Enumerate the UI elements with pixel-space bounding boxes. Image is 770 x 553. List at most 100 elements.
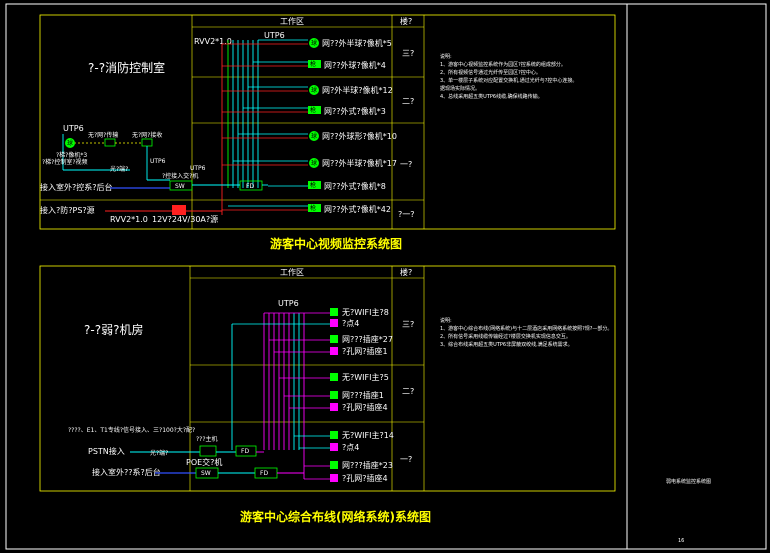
svg-text:球: 球: [311, 86, 317, 94]
external-link-label: 接入室外?控系?后台: [40, 182, 113, 192]
camera-row: 球 网??外球形?像机*10: [222, 131, 397, 141]
camera-label: 网??外球?像机*4: [324, 60, 386, 70]
panel1-room-label: ?-?消防控制室: [88, 60, 165, 75]
elevator-camera-label: ?梯?像机*3: [56, 151, 87, 159]
floor-label: 一?: [400, 455, 412, 464]
svg-text:球: 球: [311, 159, 317, 167]
svg-text:枪: 枪: [310, 60, 316, 68]
bullet-camera-icon: [308, 204, 321, 212]
network-socket-icon: [330, 335, 338, 343]
panel1-frame: [39, 14, 616, 230]
camera-label: 网??外球形?像机*10: [322, 131, 397, 141]
panel2-title: 游客中心综合布线(网络系统)系统图: [240, 509, 431, 524]
mid-utp2-label: UTP6: [190, 165, 206, 172]
terminal-label: ?孔网?插座4: [342, 473, 388, 483]
terminal-label: 网???插座*27: [342, 334, 393, 344]
svg-text:2、所有视频信号通过光纤传至园区?控中心。: 2、所有视频信号通过光纤传至园区?控中心。: [440, 69, 541, 76]
sidebar-page-number: 16: [678, 538, 684, 544]
svg-text:4、总线采用超五类UTP6线缆,确保线路传输。: 4、总线采用超五类UTP6线缆,确保线路传输。: [440, 93, 543, 100]
network-socket-icon: [330, 461, 338, 469]
wifi-ap-icon: [330, 431, 338, 439]
camera-label: 网?外半球?像机*12: [322, 85, 393, 95]
svg-text:球: 球: [311, 39, 317, 47]
camera-row: 球 网??外半球?像机*17: [222, 158, 397, 168]
panel1-cable-utp-top: UTP6: [264, 31, 285, 40]
terminal-label: 无?WIFI主?14: [342, 430, 394, 440]
panel1-notes: 说明: 1、游客中心视频监控系统作为园区?控系统的组成部分。 2、所有视频信号通…: [440, 53, 577, 100]
camera-row: 球 网??外半球?像机*5: [222, 38, 392, 48]
svg-text:FD: FD: [241, 448, 249, 455]
svg-text:SW: SW: [201, 470, 211, 477]
network-socket-icon: [330, 403, 338, 411]
wifi-ap-icon: [330, 373, 338, 381]
panel1-cable-rvv-top: RVV2*1.0: [194, 37, 232, 46]
elevator-room-label: ?梯?控制室?视频: [42, 158, 88, 166]
terminal-rows: 无?WIFI主?8 ?点4 网???插座*27 ?孔网?插座1 无?WIFI主?…: [232, 307, 394, 483]
network-socket-icon: [330, 391, 338, 399]
panel-video-surveillance: 工作区 楼? ?-?消防控制室 RVV2*1.0 UTP6 球 网??外半球?像…: [39, 14, 616, 251]
elevator-camera-icon: [65, 138, 75, 148]
camera-row: 枪 网??外式?像机*42: [222, 204, 391, 214]
sheet-border: [5, 3, 767, 550]
panel2-header-workarea: 工作区: [280, 267, 304, 277]
svg-text:枪: 枪: [310, 106, 316, 114]
network-socket-icon: [330, 347, 338, 355]
terminal-label: 无?WIFI主?5: [342, 372, 389, 382]
mdf-host-label: ???主机: [196, 435, 218, 443]
floor-label: 一?: [400, 160, 412, 169]
bullet-camera-icon: [308, 60, 321, 68]
panel2-header-floor: 楼?: [400, 267, 412, 277]
power-supply-icon: [172, 205, 186, 215]
camera-label: 网??外式?像机*8: [324, 181, 386, 191]
dome-camera-icon: [309, 38, 319, 48]
svg-text:说明:: 说明:: [440, 317, 452, 324]
svg-text:FD: FD: [260, 470, 268, 477]
terminal-label: ?孔网?插座1: [342, 346, 388, 356]
dome-camera-icon: [309, 158, 319, 168]
fd-box: [235, 445, 257, 457]
left-utp-label: UTP6: [63, 124, 84, 133]
svg-text:球: 球: [311, 132, 317, 140]
fiber-terminal-label: 光?端?: [150, 449, 168, 457]
power-label: 12V?24V/30A?源: [152, 215, 218, 224]
camera-row: 枪 网??外式?像机*3: [222, 106, 386, 116]
access-point-icon: [330, 443, 338, 451]
terminal-label: ?点4: [342, 319, 359, 328]
svg-text:3、单一楼层子系统对应配置交换机,通过光纤与?控中心连接。: 3、单一楼层子系统对应配置交换机,通过光纤与?控中心连接。: [440, 77, 577, 84]
svg-text:枪: 枪: [310, 181, 316, 189]
panel2-cable-utp: UTP6: [278, 299, 299, 308]
terminal-label: ?点4: [342, 443, 359, 452]
floor-label: 三?: [402, 320, 414, 329]
floor-label: 二?: [402, 97, 414, 106]
svg-text:枪: 枪: [310, 204, 316, 212]
external-link-label: 接入室外??系?后台: [92, 467, 161, 477]
bullet-camera-icon: [308, 181, 321, 189]
pstn-label: PSTN接入: [88, 446, 125, 456]
panel-network-cabling: 工作区 楼? ?-?弱?机房 UTP6 无?WIFI主?8 ?点4: [39, 265, 616, 524]
dome-camera-icon: [309, 85, 319, 95]
panel2-frame: [39, 265, 616, 492]
bullet-camera-icon: [308, 106, 321, 114]
panel1-cable-bundle: [221, 40, 259, 215]
svg-text:SW: SW: [175, 183, 185, 190]
svg-text:1、游客中心综合布线(网络系统)与十二层酒店采用网络系统按照: 1、游客中心综合布线(网络系统)与十二层酒店采用网络系统按照?规?—部分。: [440, 325, 612, 332]
wireless-tx-icon: [104, 138, 116, 147]
wireless-tx-label: 无?网?传输: [88, 131, 118, 139]
panel1-title: 游客中心视频监控系统图: [270, 236, 402, 251]
network-socket-icon: [330, 474, 338, 482]
svg-text:2、所有信号采用线缆传输经过?楼层交换机实现信息交互。: 2、所有信号采用线缆传输经过?楼层交换机实现信息交互。: [440, 333, 571, 340]
mid-utp-label: UTP6: [150, 158, 166, 165]
panel1-header-floor: 楼?: [400, 16, 412, 26]
camera-label: 网??外半球?像机*5: [322, 38, 392, 48]
svg-text:据现场实际情况。: 据现场实际情况。: [440, 85, 480, 92]
fiber-label: 光?端?: [110, 165, 128, 173]
floor-label: 二?: [402, 387, 414, 396]
external-access-info: ????、E1、T1专线?信号接入、三?100?大?配?: [68, 426, 195, 434]
panel1-header-workarea: 工作区: [280, 16, 304, 26]
camera-label: 网??外式?像机*3: [324, 106, 386, 116]
terminal-label: ?孔网?插座4: [342, 402, 388, 412]
panel2-notes: 说明: 1、游客中心综合布线(网络系统)与十二层酒店采用网络系统按照?规?—部分…: [440, 317, 612, 348]
access-switch-label: ?控接入交?机: [162, 172, 198, 180]
camera-label: 网??外式?像机*42: [324, 204, 391, 214]
